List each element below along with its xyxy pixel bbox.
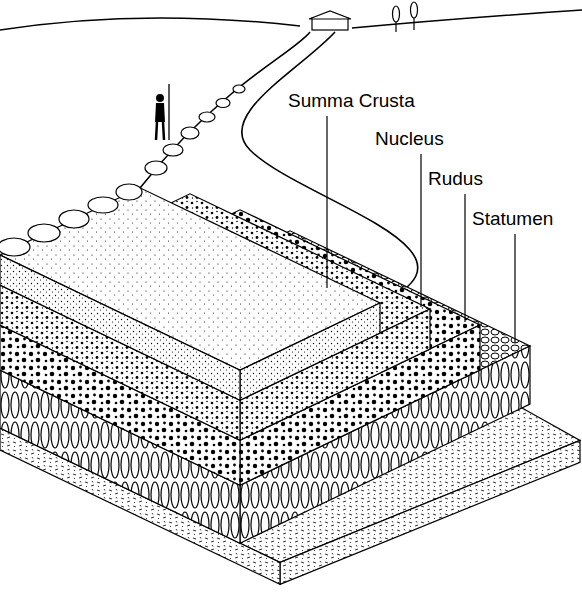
curb-stone — [233, 85, 245, 93]
leader-line — [420, 154, 421, 307]
leader-line — [514, 234, 515, 343]
leader-line — [326, 116, 327, 288]
layer-label: Nucleus — [374, 128, 445, 150]
distant-house — [312, 18, 348, 30]
curb-stone — [0, 238, 30, 256]
layer-label: Summa Crusta — [287, 90, 416, 112]
curb-stone — [116, 184, 142, 200]
curb-stone — [145, 161, 167, 175]
distant-tree — [411, 2, 418, 18]
layer-label: Rudus — [427, 168, 484, 190]
summa-crusta-front — [0, 255, 240, 400]
curb-stone — [163, 144, 183, 156]
curb-stone — [181, 127, 199, 139]
traveller-head — [156, 94, 164, 102]
curb-stone — [216, 99, 230, 108]
curb-stone — [59, 210, 89, 228]
curb-stone — [28, 224, 60, 242]
layer-label: Statumen — [471, 208, 554, 230]
traveller-legs — [156, 122, 164, 140]
curb-stone — [199, 112, 215, 122]
horizon-line — [0, 18, 300, 30]
leader-line — [464, 194, 465, 322]
summa-crusta-side — [240, 303, 380, 400]
distant-tree — [393, 6, 400, 22]
curb-stone — [88, 197, 118, 213]
road-edge — [140, 32, 310, 188]
house-roof — [309, 11, 351, 19]
traveller-body — [155, 103, 165, 122]
traveller-staff — [168, 84, 169, 140]
horizon-line — [352, 10, 582, 28]
